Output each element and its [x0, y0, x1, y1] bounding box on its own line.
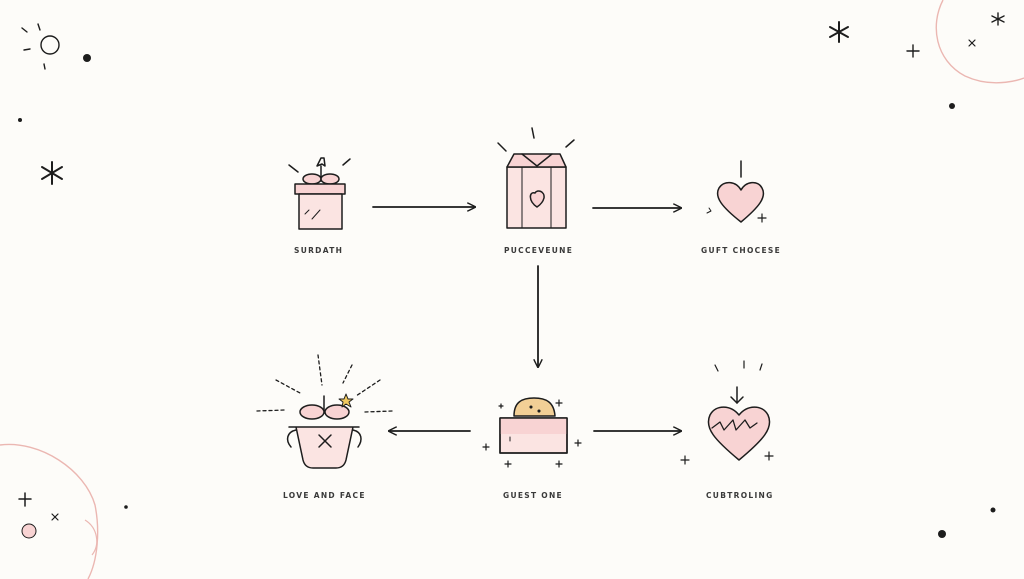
node-label-gift: SURDATH	[294, 246, 344, 255]
sparkle-icon	[829, 21, 849, 43]
cross-icon	[968, 39, 976, 47]
bottom-left-blob	[0, 443, 99, 579]
node-label-planter: LOVE AND FACE	[283, 491, 366, 500]
node-label-box: PUCCEVEUNE	[504, 246, 574, 255]
heart-icon	[706, 160, 767, 223]
dot	[83, 54, 91, 62]
plus-icon	[18, 492, 32, 507]
broken-heart-icon	[680, 360, 774, 465]
dot	[990, 507, 996, 513]
gift-box-icon	[288, 157, 351, 230]
cake-box-icon	[482, 397, 582, 468]
plus-icon	[906, 44, 920, 58]
tall-gift-box-icon	[497, 127, 575, 229]
flower-pot-icon	[256, 354, 393, 469]
node-label-cake: GUEST ONE	[503, 491, 563, 500]
cross-icon	[51, 513, 59, 521]
node-label-heart: GUFT CHOCESE	[701, 246, 782, 255]
sparkle-icon	[991, 12, 1005, 26]
node-label-broken: CUBTROLING	[706, 491, 774, 500]
top-left-sun-doodle	[21, 23, 60, 70]
dot	[938, 530, 946, 538]
dot	[18, 118, 22, 122]
top-right-blob	[935, 0, 1024, 84]
dot	[124, 505, 128, 509]
pink-bead	[21, 523, 37, 539]
sparkle-icon	[41, 161, 63, 185]
dot	[949, 103, 955, 109]
